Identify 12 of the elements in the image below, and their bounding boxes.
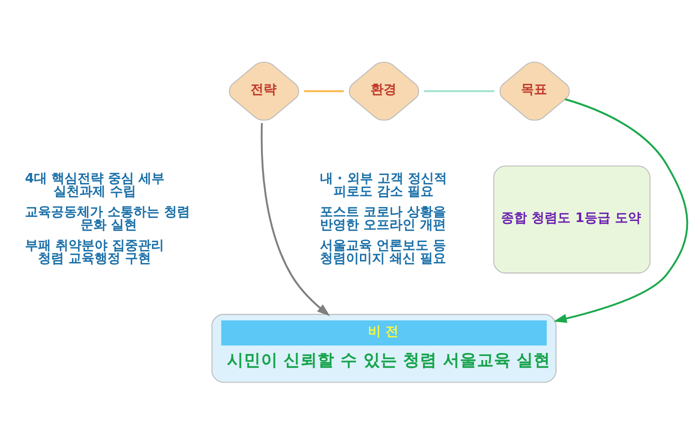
node-box: 비 전 시민이 신뢰할 수 있는 청렴 서울교육 실현 [211,314,556,383]
arrow [260,123,330,316]
node-box: 종합 청렴도 1등급 도약 [493,166,650,274]
node-label: 4대 핵심전략 중심 세부 실천과제 수립 [25,172,165,200]
node-label: 교육공동체가 소통하는 청렴 문화 실현 [25,205,190,234]
node-label: 포스트 코로나 상황을 반영한 오프라인 개편 [320,205,446,234]
connector [304,90,344,92]
connector [424,90,494,92]
node-label: 서울교육 언론보도 등 청렴이미지 쇄신 필요 [320,238,446,266]
node-label: 부패 취약분야 집중관리 청렴 교육행정 구현 [25,238,164,266]
arrow [554,98,688,323]
node-label: 내 · 외부 고객 정신적 피로도 감소 필요 [320,172,447,200]
